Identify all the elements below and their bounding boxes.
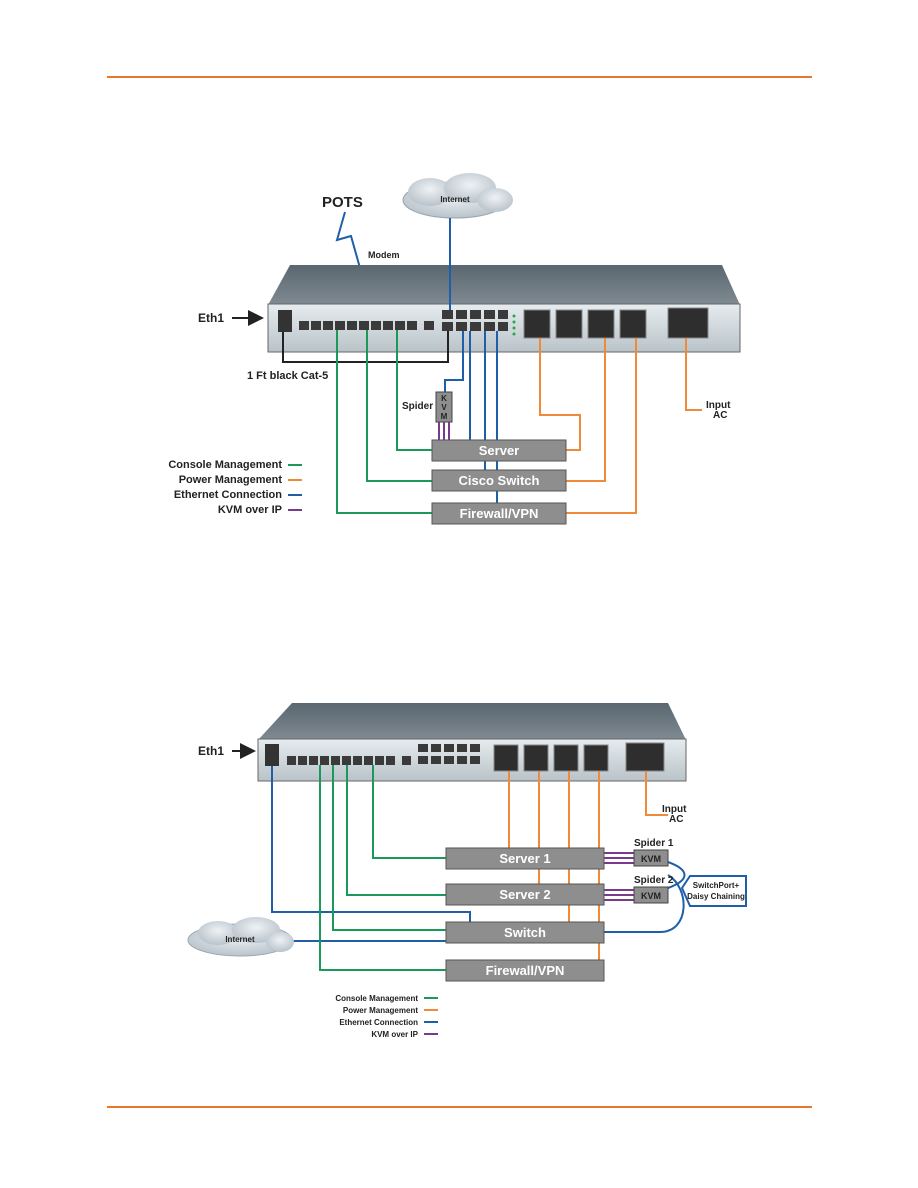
spider2-label: Spider 2: [634, 875, 674, 886]
server-box: [431, 439, 567, 462]
server1-label: Server 1: [499, 851, 550, 866]
top-rule: [107, 76, 812, 78]
bottom-rule: [107, 1106, 812, 1108]
switch-label: Switch: [504, 925, 546, 940]
legend-console: Console Management: [168, 459, 282, 471]
server-label: Server: [479, 443, 519, 458]
eth1-label-2: Eth1: [198, 744, 224, 758]
legend-1: Console Management Power Management Ethe…: [168, 459, 302, 516]
legend2-console: Console Management: [335, 994, 418, 1003]
legend-2: Console Management Power Management Ethe…: [335, 994, 438, 1039]
pots-label: POTS: [322, 194, 363, 211]
firewall-label: Firewall/VPN: [460, 506, 539, 521]
kvm-lines-2: [604, 852, 634, 901]
internet-cloud: Internet: [402, 173, 513, 219]
input-label-2: Input: [662, 804, 687, 815]
internet-label: Internet: [440, 195, 470, 204]
device-boxes-2: Server 1 Server 2 Switch Firewall/VPN: [445, 847, 605, 982]
server2-label: Server 2: [499, 887, 550, 902]
firewall2-label: Firewall/VPN: [486, 963, 565, 978]
cisco-switch-box: [431, 469, 567, 492]
eth1-label-1: Eth1: [198, 311, 224, 325]
kvm-v: V: [441, 403, 447, 412]
firewall-box: [431, 502, 567, 525]
switchport-label: SwitchPort+: [693, 881, 740, 890]
diagram-1: Internet POTS Modem: [168, 173, 741, 525]
cisco-switch-label: Cisco Switch: [459, 473, 540, 488]
spider-label: Spider: [402, 401, 433, 412]
firewall2-box: [445, 959, 605, 982]
ethernet-lines-2: [271, 766, 686, 942]
console-lines-2: [319, 765, 446, 971]
cat5-label: 1 Ft black Cat-5: [247, 370, 328, 382]
internet-cloud-2: Internet: [187, 917, 294, 957]
modem-label: Modem: [368, 250, 400, 260]
server1-box: [445, 847, 605, 870]
kvm2-box: [633, 886, 669, 904]
switchport-callout: [680, 875, 747, 907]
legend-power: Power Management: [179, 474, 283, 486]
kvm-lines-1: [438, 422, 450, 440]
switch-box: [445, 921, 605, 944]
ac-label-1: AC: [713, 410, 727, 421]
console-lines-1: [336, 330, 432, 514]
legend2-kvm: KVM over IP: [371, 1030, 418, 1039]
legend2-ethernet: Ethernet Connection: [339, 1018, 418, 1027]
power-lines-1: [539, 338, 702, 514]
legend-ethernet: Ethernet Connection: [174, 489, 282, 501]
spider1-label: Spider 1: [634, 838, 674, 849]
kvm-m: M: [441, 412, 448, 421]
input-label-1: Input: [706, 400, 731, 411]
kvm1-label: KVM: [641, 854, 661, 864]
kvm1-box: [633, 849, 669, 867]
ac-label-2: AC: [669, 814, 683, 825]
pots-line: [335, 211, 361, 269]
internet-label-2: Internet: [225, 935, 255, 944]
diagram-2: Eth1 Input AC: [187, 703, 747, 1039]
kvm-k: K: [441, 394, 447, 403]
cat5-cable: [282, 331, 449, 363]
kvm2-label: KVM: [641, 891, 661, 901]
daisy-chain-label: Daisy Chaining: [687, 892, 745, 901]
device-boxes-1: Server Cisco Switch Firewall/VPN: [431, 439, 567, 525]
legend-kvm: KVM over IP: [218, 504, 282, 516]
legend2-power: Power Management: [343, 1006, 418, 1015]
chassis-2: [257, 703, 687, 782]
power-input-line-2: [645, 771, 668, 816]
chassis-1: [267, 265, 741, 353]
server2-box: [445, 883, 605, 906]
